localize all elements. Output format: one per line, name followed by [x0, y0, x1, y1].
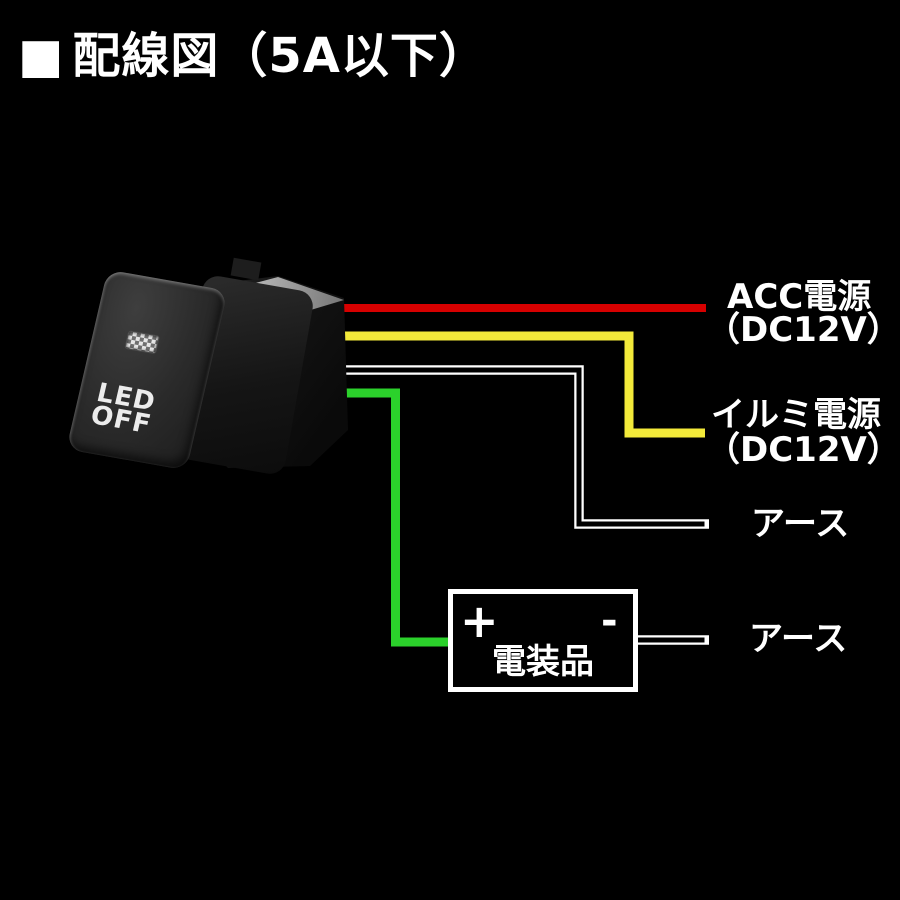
switch-housing-latch-tab: [230, 257, 262, 281]
ground-label-2: アース: [749, 619, 848, 659]
ground-wire-1-core: [332, 367, 705, 527]
illumination-power-label: イルミ電源: [711, 395, 881, 435]
equipment-box: + - 電装品: [448, 589, 638, 692]
plus-terminal-label: +: [460, 594, 499, 648]
acc-power-voltage-label: （DC12V）: [706, 310, 900, 350]
equipment-wire-line: [332, 388, 450, 647]
led-indicator-window-icon: [124, 330, 161, 355]
switch-button-text: LED OFF: [80, 378, 167, 440]
title-square-marker: ■: [18, 28, 65, 84]
equipment-box-label: 電装品: [492, 642, 594, 682]
minus-terminal-label: -: [601, 598, 618, 644]
illumination-power-voltage-label: （DC12V）: [706, 430, 900, 470]
led-switch-photo: LED OFF: [66, 248, 360, 493]
acc-power-label: ACC電源: [727, 277, 872, 317]
title-text: 配線図（5A以下）: [72, 28, 488, 84]
ground-label-1: アース: [751, 504, 850, 544]
illumination-wire-line: [332, 331, 705, 438]
page-title: ■配線図（5A以下）: [18, 16, 488, 86]
